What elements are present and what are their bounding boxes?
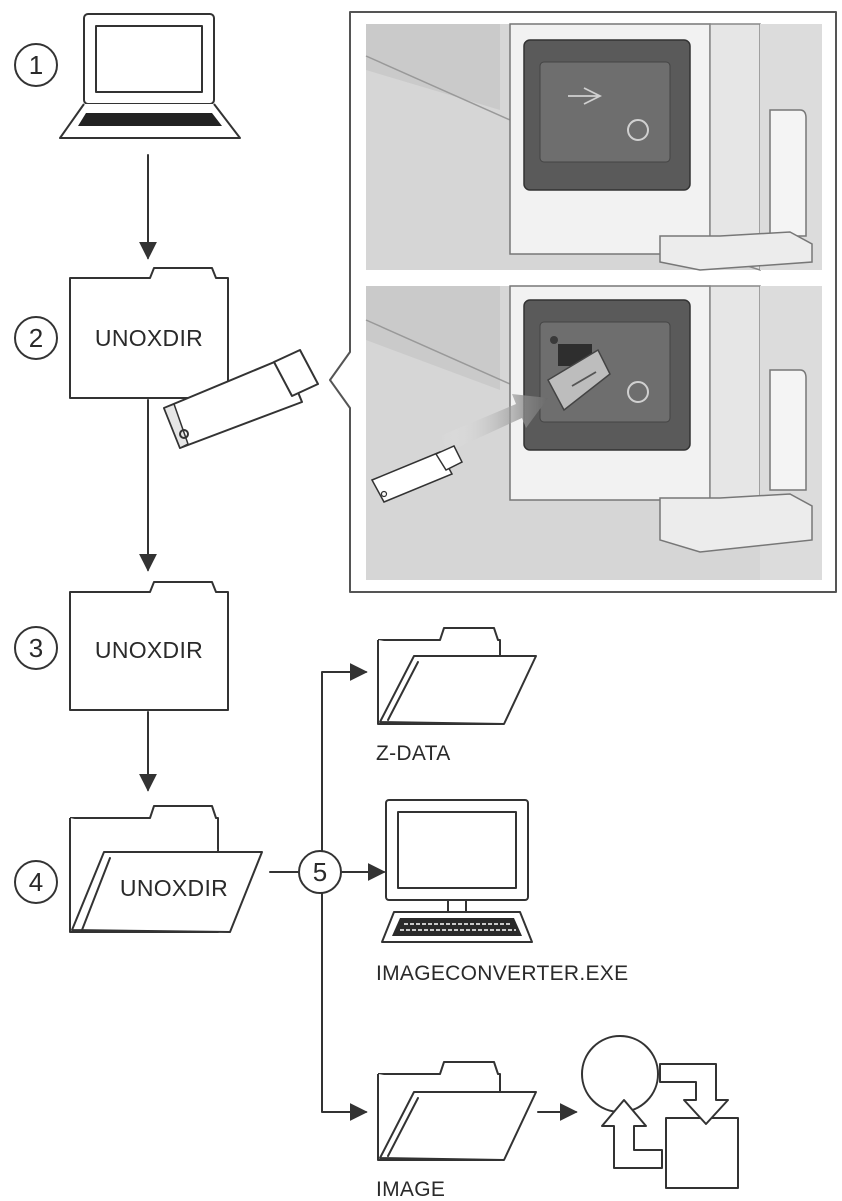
insert-arrow xyxy=(440,394,548,452)
image-folder-icon xyxy=(377,1061,537,1161)
folder-step-4-label: UNOXDIR xyxy=(120,875,228,901)
process-cycle-icon xyxy=(581,1035,739,1189)
step-5-badge: 5 xyxy=(298,850,342,894)
step-3-number: 3 xyxy=(29,633,43,663)
folder-step-2: UNOXDIR xyxy=(69,267,229,399)
port-closed-view xyxy=(365,23,822,272)
arrow-5-to-image xyxy=(321,892,368,1121)
step-1-number: 1 xyxy=(29,50,43,80)
step-5-number: 5 xyxy=(313,857,327,887)
step-2-number: 2 xyxy=(29,323,43,353)
step-4-number: 4 xyxy=(29,867,43,897)
zdata-folder-icon xyxy=(377,627,537,725)
step-3-badge: 3 xyxy=(14,626,58,670)
usb-stick-small-icon xyxy=(370,445,464,503)
step-4-badge: 4 xyxy=(14,860,58,904)
step-1-badge: 1 xyxy=(14,43,58,87)
folder-step-3: UNOXDIR xyxy=(69,581,229,711)
folder-step-3-label: UNOXDIR xyxy=(95,637,203,663)
folder-step-2-label: UNOXDIR xyxy=(95,325,203,351)
image-folder-label: IMAGE xyxy=(376,1178,445,1201)
arrow-5-to-zdata xyxy=(321,663,368,852)
desktop-computer-icon xyxy=(381,799,533,943)
zdata-folder-label: Z-DATA xyxy=(376,742,451,765)
usb-stick-icon xyxy=(163,349,319,450)
usb-port-illustration xyxy=(329,11,837,593)
open-folder-step-4: UNOXDIR xyxy=(69,805,263,933)
imageconverter-label: IMAGECONVERTER.EXE xyxy=(376,962,628,985)
port-open-view xyxy=(365,285,822,580)
step-2-badge: 2 xyxy=(14,316,58,360)
laptop-icon xyxy=(59,13,241,139)
